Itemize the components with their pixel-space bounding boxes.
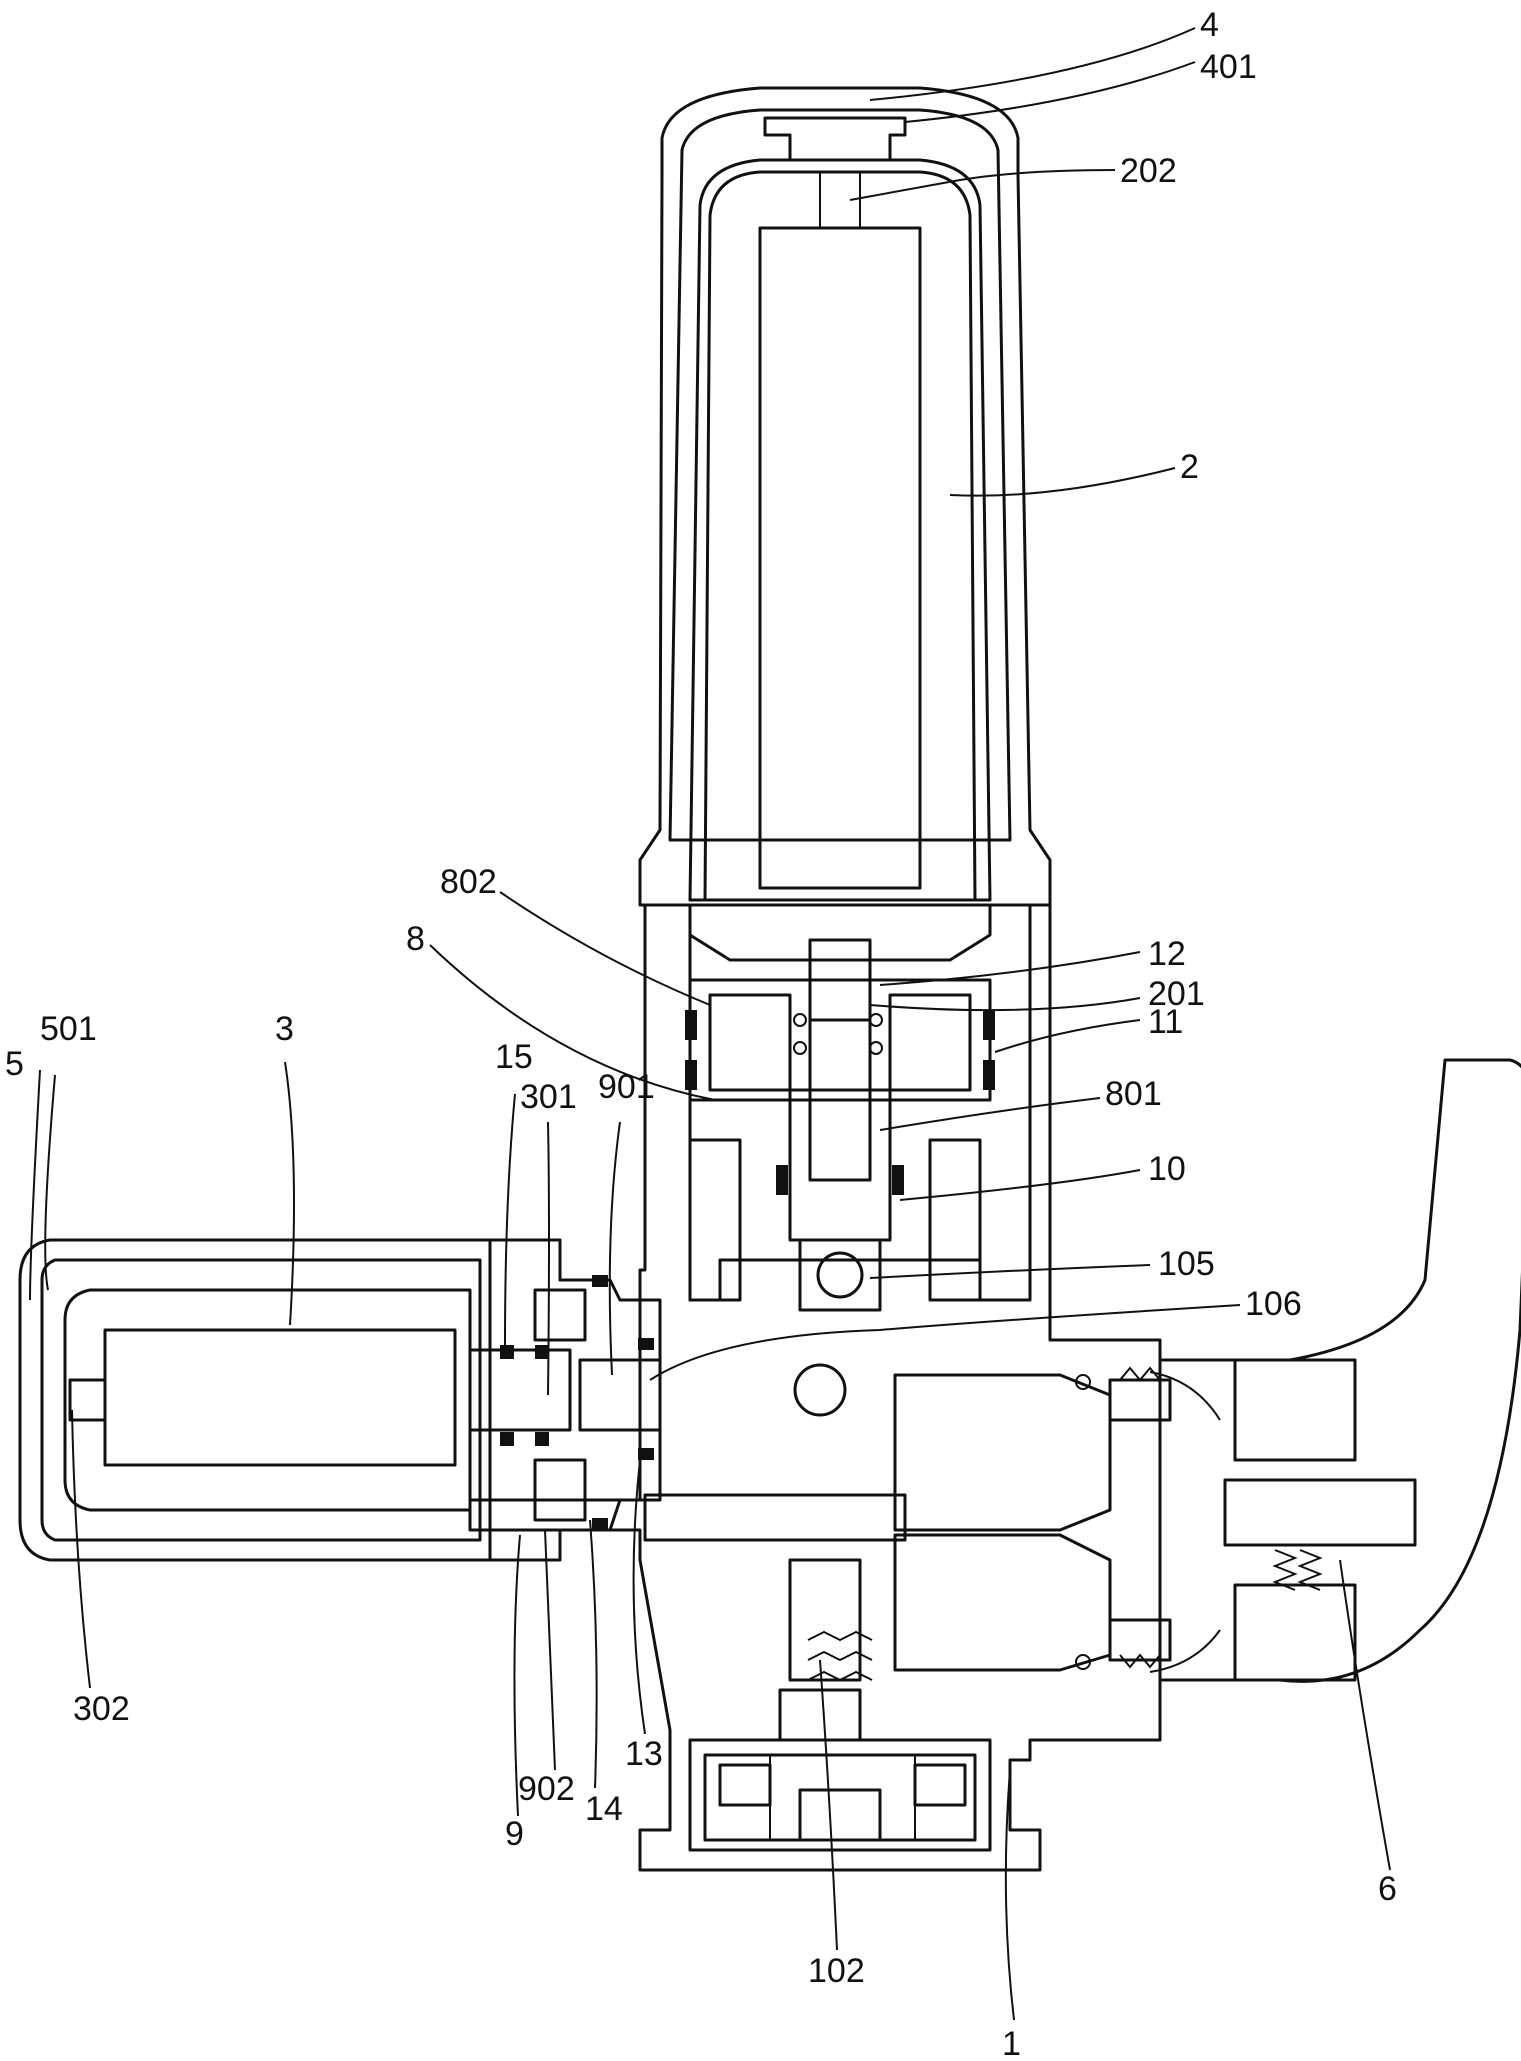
label-11: 11: [1148, 1003, 1183, 1041]
label-12: 12: [1148, 935, 1186, 973]
valve-core: [893, 1366, 1221, 1673]
label-1: 1: [1002, 2025, 1021, 2061]
label-10: 10: [1148, 1150, 1186, 1188]
label-6: 6: [1378, 1870, 1397, 1908]
label-201: 201: [1148, 975, 1205, 1013]
label-2: 2: [1180, 448, 1199, 486]
label-8: 8: [406, 920, 425, 958]
main-body-1: [468, 903, 1162, 1872]
upper-housing: [638, 86, 1052, 907]
label-13: 13: [625, 1735, 663, 1773]
label-901: 901: [598, 1068, 655, 1106]
reference-labels: 4 401 202 2 802 8 12 201 11 801 10 105 1…: [5, 6, 1397, 2061]
cartridge-base: [685, 903, 995, 1242]
label-15: 15: [495, 1038, 533, 1076]
top-cap-401: [763, 116, 907, 162]
label-902: 902: [518, 1770, 575, 1808]
label-802: 802: [440, 863, 497, 901]
leader-lines: [29, 27, 1391, 2021]
cartridge-3: [63, 1288, 572, 1512]
label-301: 301: [520, 1078, 577, 1116]
label-302: 302: [73, 1690, 130, 1728]
label-401: 401: [1200, 48, 1257, 86]
label-202: 202: [1120, 152, 1177, 190]
label-102: 102: [808, 1952, 865, 1990]
handle-6: [1158, 1058, 1521, 1683]
left-housing-5: [18, 1238, 492, 1562]
label-14: 14: [585, 1790, 623, 1828]
label-105: 105: [1158, 1245, 1215, 1283]
label-106: 106: [1245, 1285, 1302, 1323]
label-5: 5: [5, 1045, 24, 1083]
label-501: 501: [40, 1010, 97, 1048]
label-3: 3: [275, 1010, 294, 1048]
bottom-fitting-102: [688, 1630, 992, 1852]
label-9: 9: [505, 1815, 524, 1853]
label-801: 801: [1105, 1075, 1162, 1113]
connector-9: [488, 1238, 662, 1562]
filter-cartridge-2: [703, 170, 977, 902]
label-4: 4: [1200, 6, 1219, 44]
